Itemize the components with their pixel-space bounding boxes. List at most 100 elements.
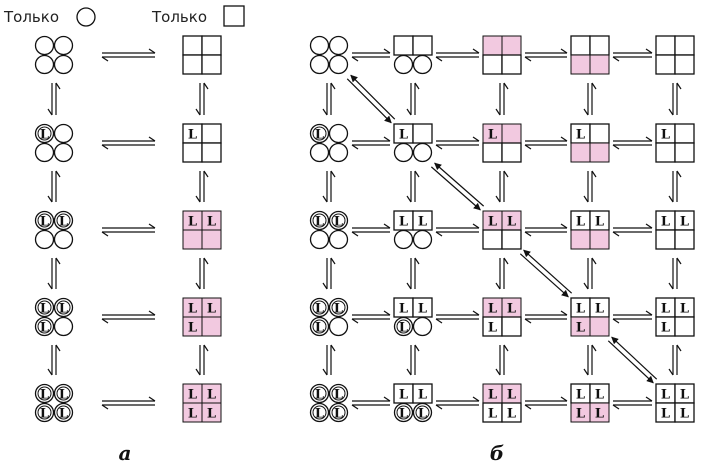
square-subunit xyxy=(655,35,676,56)
circle-subunit xyxy=(328,142,349,163)
ligand-label: L xyxy=(488,388,497,403)
equilibrium-arrow xyxy=(351,223,391,237)
header-circles-text: Только xyxy=(3,8,59,26)
equilibrium-arrow-vertical xyxy=(322,257,336,290)
ligand-label: L xyxy=(207,407,216,422)
ligand-label: L xyxy=(488,302,497,317)
square-subunit xyxy=(501,54,522,75)
square-subunit xyxy=(674,229,695,250)
ligand-label: L xyxy=(507,388,516,403)
ligand-label: L xyxy=(661,302,670,317)
ligand-ring xyxy=(415,405,430,420)
ligand-label: L xyxy=(488,215,497,230)
tetramer: L xyxy=(482,123,522,163)
ligand-label: L xyxy=(507,215,516,230)
tetramer xyxy=(655,35,695,75)
circle-subunit xyxy=(412,316,433,337)
equilibrium-arrow-vertical xyxy=(406,170,420,203)
ligand-ring xyxy=(396,319,411,334)
tetramer xyxy=(570,35,610,75)
ligand-ring xyxy=(312,405,327,420)
ligand-label: L xyxy=(188,302,197,317)
equilibrium-arrow xyxy=(351,396,391,410)
ligand-label: L xyxy=(188,407,197,422)
square-subunit xyxy=(501,402,522,423)
tetramer: L xyxy=(182,123,222,163)
ligand-label: L xyxy=(40,388,49,403)
ligand-label: L xyxy=(207,388,216,403)
square-subunit xyxy=(501,35,522,56)
equilibrium-arrow-diagonal xyxy=(519,249,573,298)
square-subunit xyxy=(412,35,433,56)
equilibrium-arrow xyxy=(101,136,156,150)
square-subunit xyxy=(182,35,203,56)
ligand-label: L xyxy=(680,407,689,422)
header-circles: Только xyxy=(3,7,96,27)
ligand-ring xyxy=(56,405,71,420)
circle-subunit xyxy=(328,54,349,75)
ligand-label: L xyxy=(576,128,585,143)
equilibrium-arrow-vertical xyxy=(668,170,682,203)
equilibrium-arrow-vertical xyxy=(47,170,61,203)
ligand-label: L xyxy=(40,128,49,143)
tetramer xyxy=(182,35,222,75)
ligand-ring xyxy=(331,213,346,228)
equilibrium-arrow xyxy=(101,396,156,410)
ligand-label: L xyxy=(315,407,324,422)
circle-subunit xyxy=(412,54,433,75)
ligand-ring xyxy=(37,126,52,141)
equilibrium-arrow xyxy=(612,396,653,410)
circle-subunit xyxy=(309,142,330,163)
ligand-label: L xyxy=(59,215,68,230)
ligand-label: L xyxy=(507,407,516,422)
circle-subunit xyxy=(34,35,55,56)
square-icon xyxy=(223,5,245,27)
ligand-ring xyxy=(56,213,71,228)
ligand-ring xyxy=(37,213,52,228)
ligand-label: L xyxy=(315,128,324,143)
equilibrium-arrow xyxy=(435,396,480,410)
equilibrium-arrow xyxy=(612,48,653,62)
square-subunit xyxy=(570,142,591,163)
square-subunit xyxy=(674,123,695,144)
circle-subunit xyxy=(412,142,433,163)
ligand-label: L xyxy=(595,407,604,422)
equilibrium-arrow-vertical xyxy=(406,82,420,116)
ligand-label: L xyxy=(334,388,343,403)
equilibrium-arrow-vertical xyxy=(668,257,682,290)
ligand-label: L xyxy=(661,388,670,403)
equilibrium-arrow-vertical xyxy=(195,257,209,290)
ligand-label: L xyxy=(188,321,197,336)
ligand-label: L xyxy=(399,388,408,403)
ligand-label: L xyxy=(680,388,689,403)
ligand-label: L xyxy=(399,407,408,422)
ligand-ring xyxy=(37,386,52,401)
square-subunit xyxy=(589,54,610,75)
equilibrium-arrow xyxy=(612,136,653,150)
tetramer: L xyxy=(570,123,610,163)
square-subunit xyxy=(201,229,222,250)
ligand-label: L xyxy=(59,302,68,317)
square-subunit xyxy=(589,402,610,423)
square-subunit xyxy=(201,316,222,337)
circle-subunit xyxy=(53,142,74,163)
equilibrium-arrow xyxy=(435,310,480,324)
square-subunit xyxy=(589,142,610,163)
ligand-label: L xyxy=(315,215,324,230)
ligand-label: L xyxy=(59,407,68,422)
ligand-label: L xyxy=(315,321,324,336)
ligand-label: L xyxy=(680,302,689,317)
equilibrium-arrow-vertical xyxy=(668,344,682,376)
square-subunit xyxy=(570,54,591,75)
ligand-label: L xyxy=(418,388,427,403)
circle-subunit xyxy=(393,229,414,250)
